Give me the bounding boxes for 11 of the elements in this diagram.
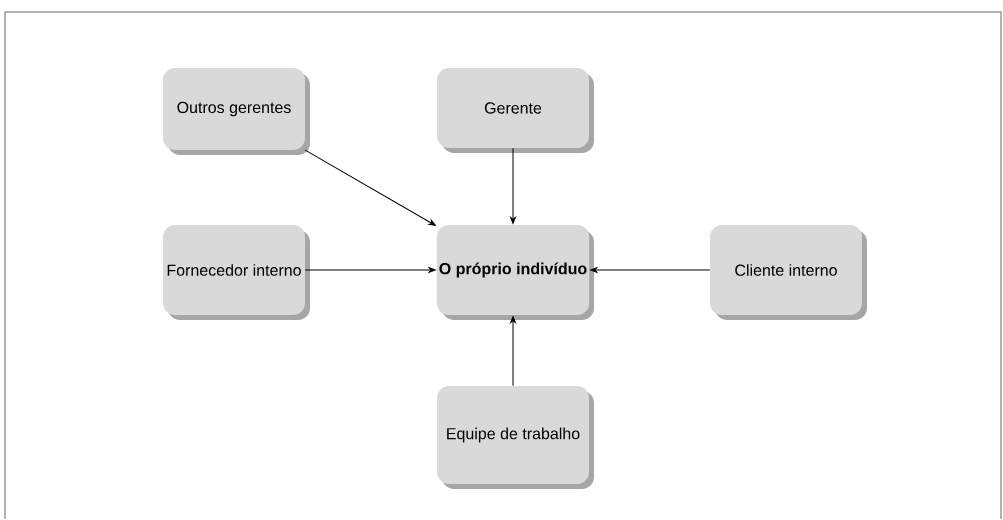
process-box: O próprio indivíduo: [436, 225, 594, 320]
process-box: Equipe de trabalho: [437, 386, 594, 489]
arrow: [304, 267, 436, 273]
arrow: [510, 147, 516, 224]
arrow: [590, 267, 711, 273]
process-box: Outros gerentes: [163, 68, 310, 155]
process-box: Cliente interno: [710, 225, 867, 320]
arrow: [304, 149, 436, 226]
process-box: Gerente: [437, 68, 594, 153]
process-box: Fornecedor interno: [163, 225, 310, 320]
arrow: [510, 316, 516, 387]
